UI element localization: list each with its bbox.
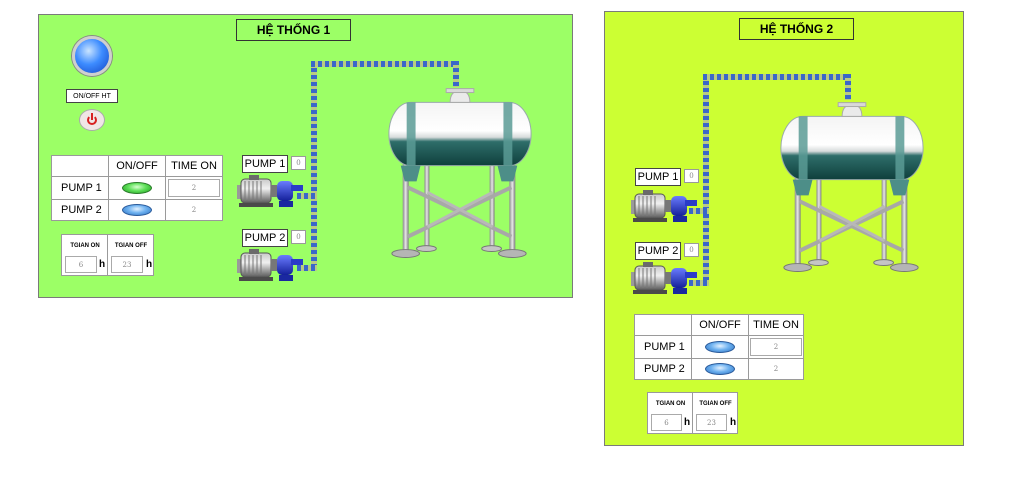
table-corner bbox=[51, 155, 109, 177]
pipe-pump1-link bbox=[297, 193, 317, 199]
pump-name: PUMP 2 bbox=[634, 358, 692, 380]
pump1-value: 0 bbox=[291, 156, 306, 170]
pump2-motor[interactable] bbox=[235, 249, 305, 283]
pump1-status-led[interactable] bbox=[705, 341, 735, 354]
col-header-time-on: TIME ON bbox=[748, 314, 804, 336]
pump1-time-on-field[interactable]: 2 bbox=[168, 179, 220, 197]
storage-tank bbox=[381, 82, 539, 268]
pump-name: PUMP 1 bbox=[51, 176, 109, 200]
pump2-motor[interactable] bbox=[629, 262, 699, 296]
table-row: PUMP 1 2 bbox=[634, 335, 804, 359]
pump2-status-led[interactable] bbox=[705, 363, 735, 376]
pipe-tank-inlet bbox=[453, 61, 459, 87]
onoff-ht-label: ON/OFF HT bbox=[66, 89, 118, 103]
table-row: PUMP 1 2 bbox=[51, 176, 223, 200]
timer-on-label: TGIAN ON bbox=[655, 401, 686, 407]
pipe-horizontal-top bbox=[311, 61, 459, 67]
system2-pump-table: ON/OFF TIME ON PUMP 1 2 PUMP 2 2 bbox=[634, 314, 804, 380]
pipe-tank-inlet bbox=[845, 74, 851, 100]
pump2-status-led[interactable] bbox=[122, 204, 152, 217]
pump2-time-on-value: 2 bbox=[165, 199, 223, 221]
col-header-time-on: TIME ON bbox=[165, 155, 223, 177]
table-row: PUMP 2 2 bbox=[51, 199, 223, 221]
pump2-status-cell[interactable] bbox=[691, 358, 749, 380]
power-button[interactable] bbox=[79, 109, 105, 131]
timer-off-unit: h bbox=[730, 417, 737, 428]
timer-on-label: TGIAN ON bbox=[70, 243, 100, 249]
pipe-pump1-link bbox=[689, 208, 709, 214]
system1-panel: HỆ THỐNG 1 ON/OFF HT ON/OFF TIME ON PUMP… bbox=[38, 14, 573, 298]
system1-title: HỆ THỐNG 1 bbox=[236, 19, 351, 41]
pipe-vertical bbox=[311, 61, 317, 269]
pump-name: PUMP 1 bbox=[634, 335, 692, 359]
table-row: PUMP 2 2 bbox=[634, 358, 804, 380]
system1-timer-box: TGIAN ON TGIAN OFF 6 h 23 h bbox=[61, 234, 154, 276]
pump1-value: 0 bbox=[684, 169, 699, 183]
pump1-motor[interactable] bbox=[235, 175, 305, 209]
timer-off-unit: h bbox=[146, 259, 153, 270]
col-header-onoff: ON/OFF bbox=[691, 314, 749, 336]
power-icon bbox=[87, 113, 97, 125]
timer-off-input[interactable]: 23 bbox=[111, 256, 143, 273]
system1-pump-table: ON/OFF TIME ON PUMP 1 2 PUMP 2 2 bbox=[51, 155, 223, 221]
pump1-status-cell[interactable] bbox=[108, 176, 166, 200]
pipe-pump2-link bbox=[689, 280, 709, 286]
pipe-horizontal-top bbox=[703, 74, 851, 80]
pump1-time-on-field[interactable]: 2 bbox=[750, 338, 802, 356]
timer-on-input[interactable]: 6 bbox=[651, 414, 682, 431]
pump2-value: 0 bbox=[684, 243, 699, 257]
pipe-vertical bbox=[703, 74, 709, 284]
storage-tank bbox=[773, 96, 931, 282]
pipe-pump2-link bbox=[297, 265, 317, 271]
system2-panel: HỆ THỐNG 2 PUMP 1 0 PUMP 2 0 ON/OFF TIME… bbox=[604, 11, 964, 446]
system2-title: HỆ THỐNG 2 bbox=[739, 18, 854, 40]
pump2-time-on-value: 2 bbox=[748, 358, 804, 380]
system-indicator-lamp bbox=[72, 36, 112, 76]
pump1-label: PUMP 1 bbox=[242, 155, 288, 173]
timer-on-input[interactable]: 6 bbox=[65, 256, 97, 273]
timer-on-unit: h bbox=[99, 259, 106, 270]
pump1-motor[interactable] bbox=[629, 190, 699, 224]
pump-name: PUMP 2 bbox=[51, 199, 109, 221]
pump1-label: PUMP 1 bbox=[635, 168, 681, 186]
pump2-label: PUMP 2 bbox=[635, 242, 681, 260]
timer-on-unit: h bbox=[684, 417, 691, 428]
timer-off-label: TGIAN OFF bbox=[699, 401, 732, 407]
pump1-status-led[interactable] bbox=[122, 182, 152, 195]
timer-off-label: TGIAN OFF bbox=[114, 243, 148, 249]
pump2-value: 0 bbox=[291, 230, 306, 244]
pump2-status-cell[interactable] bbox=[108, 199, 166, 221]
pump2-label: PUMP 2 bbox=[242, 229, 288, 247]
pump1-status-cell[interactable] bbox=[691, 335, 749, 359]
table-corner bbox=[634, 314, 692, 336]
system2-timer-box: TGIAN ON TGIAN OFF 6 h 23 h bbox=[647, 392, 738, 434]
col-header-onoff: ON/OFF bbox=[108, 155, 166, 177]
timer-off-input[interactable]: 23 bbox=[696, 414, 727, 431]
